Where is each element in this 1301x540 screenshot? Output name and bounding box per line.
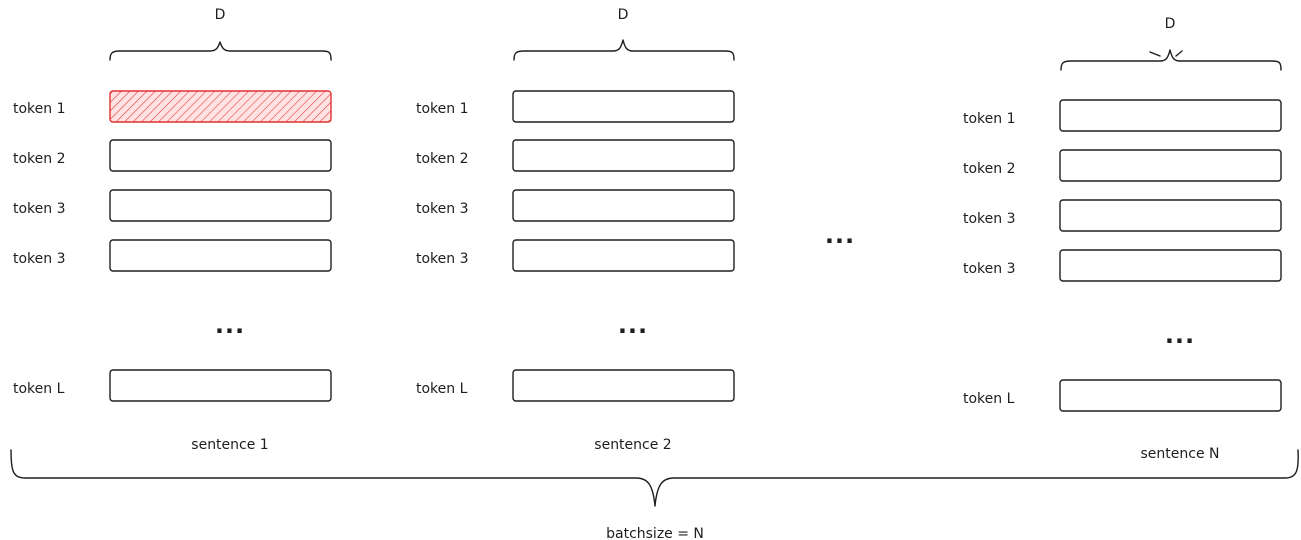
token-label: token 1 [13,101,66,117]
token-label: token 2 [963,161,1016,177]
batch-brace [10,449,1299,507]
dimension-brace [513,39,735,61]
token-label: token L [13,381,65,397]
dimension-label: D [618,7,629,23]
token-label: token 3 [13,251,66,267]
token-label: token L [963,391,1015,407]
token-label: token 3 [963,261,1016,277]
token-label: token 1 [963,111,1016,127]
token-label: token 3 [416,201,469,217]
token-label: token L [416,381,468,397]
dimension-label: D [1165,16,1176,32]
dimension-brace [109,41,332,61]
row-ellipsis: ... [1165,321,1195,349]
token-vector [109,369,332,402]
token-vector [1059,199,1282,232]
sentence-ellipsis: ... [825,221,855,249]
token-vector [109,139,332,172]
sentence-group-n: D token 1 token 2 token 3 token 3 ... to… [963,16,1282,462]
sentence-group-2: D token 1 token 2 token 3 token 3 ... to… [416,7,735,453]
token-label: token 3 [963,211,1016,227]
sentence-group-1: D token 1 token 2 token 3 token 3 ... to… [13,7,332,453]
token-label: token 3 [416,251,469,267]
token-vector [109,239,332,272]
token-vector [512,90,735,123]
sentence-label: sentence 2 [594,437,671,453]
token-vector [109,90,332,123]
token-vector [1059,379,1282,412]
token-vector [512,139,735,172]
token-vector [109,189,332,222]
row-ellipsis: ... [618,311,648,339]
sentence-label: sentence 1 [191,437,268,453]
token-label: token 3 [13,201,66,217]
brace-sketch-mark [1149,50,1183,57]
token-label: token 2 [13,151,66,167]
token-vector [512,239,735,272]
token-vector [1059,249,1282,282]
token-vector [1059,149,1282,182]
token-vector [512,189,735,222]
dimension-brace [1060,49,1282,71]
sentence-label: sentence N [1141,446,1220,462]
token-label: token 1 [416,101,469,117]
batch-size-label: batchsize = N [606,526,704,540]
token-vector [512,369,735,402]
row-ellipsis: ... [215,311,245,339]
dimension-label: D [215,7,226,23]
token-label: token 2 [416,151,469,167]
token-vector [1059,99,1282,132]
